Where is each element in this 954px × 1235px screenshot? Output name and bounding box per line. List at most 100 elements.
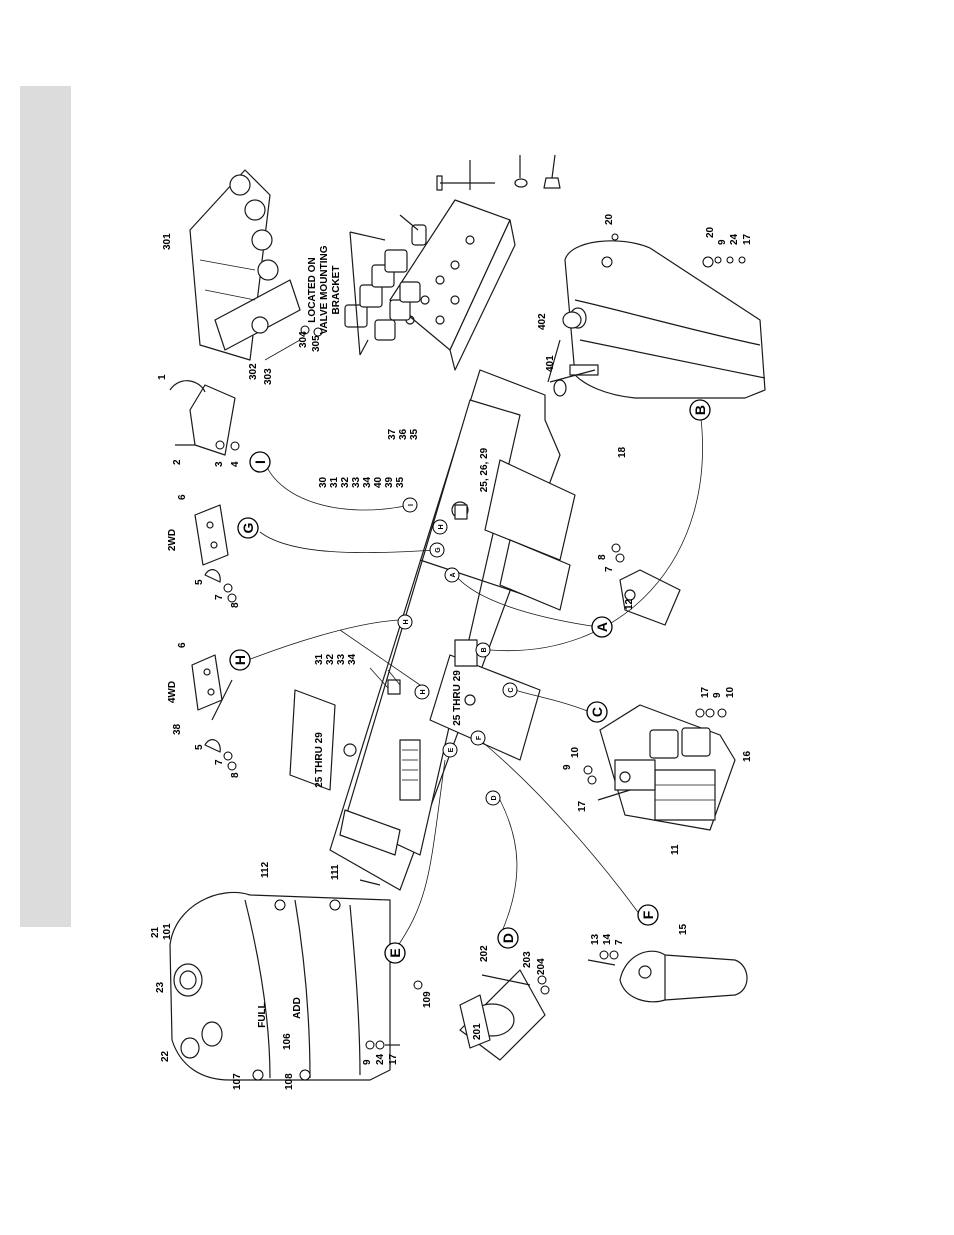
- stack-label: 40: [373, 476, 384, 488]
- part-201: 201: [472, 1023, 483, 1040]
- label-add: ADD: [292, 997, 303, 1019]
- part-9-lefttank: 9: [362, 1059, 373, 1065]
- stack-label: 33: [336, 653, 347, 665]
- frame-callout-a: A: [450, 572, 457, 577]
- part-304: 304: [298, 331, 309, 348]
- part-401: 401: [545, 355, 556, 372]
- part-204: 204: [536, 958, 547, 975]
- part-7-2wd: 7: [214, 594, 225, 600]
- bracket-4wd: [191, 654, 237, 771]
- stack-label: 31: [314, 653, 325, 665]
- label-thru-a: 25 THRU 29: [314, 732, 325, 788]
- callout-h: H: [232, 655, 248, 665]
- side-band: [20, 86, 71, 927]
- text-labels: LOCATED ON VALVE MOUNTING BRACKET 4WD 2W…: [167, 245, 490, 1028]
- part-202: 202: [479, 945, 490, 962]
- part-302: 302: [248, 363, 259, 380]
- part-107: 107: [232, 1073, 243, 1090]
- part-111: 111: [330, 864, 341, 880]
- part-20-right: 20: [705, 226, 716, 238]
- stack-label: 35: [395, 476, 406, 488]
- label-thru-b: 25 THRU 29: [452, 670, 463, 726]
- stack-label: 31: [329, 476, 340, 488]
- part-12: 12: [624, 598, 635, 610]
- part-21: 21: [150, 926, 161, 938]
- part-402: 402: [537, 313, 548, 330]
- block-12: [611, 543, 681, 626]
- callout-c: C: [589, 707, 605, 717]
- part-6-4wd: 6: [177, 642, 188, 648]
- part-106: 106: [282, 1033, 293, 1050]
- manifold-assembly: [583, 704, 736, 831]
- part-15: 15: [678, 923, 689, 935]
- part-10-left: 10: [570, 746, 581, 758]
- part-8-2wd: 8: [230, 602, 241, 608]
- label-located-1: LOCATED ON: [307, 257, 318, 322]
- callout-d: D: [500, 933, 516, 943]
- filter-15: [587, 950, 748, 1003]
- part-101: 101: [162, 923, 173, 940]
- frame-callout-h-lower: H: [420, 689, 427, 694]
- part-5-2wd: 5: [194, 579, 205, 585]
- label-full: FULL: [257, 1002, 268, 1028]
- callout-e: E: [387, 948, 403, 957]
- stack-label: 34: [362, 476, 373, 488]
- part-3: 3: [214, 461, 225, 467]
- part-17-lefttank: 17: [388, 1053, 399, 1065]
- frame-callout-h-upper: H: [438, 524, 445, 529]
- part-5-4wd: 5: [194, 744, 205, 750]
- part-8-block: 8: [597, 554, 608, 560]
- part-17-right: 17: [700, 686, 711, 698]
- part-17-tank: 17: [742, 233, 753, 245]
- label-located-2: VALVE MOUNTING: [319, 245, 330, 334]
- part-2: 2: [172, 459, 183, 465]
- part-18: 18: [617, 446, 628, 458]
- valve-mounting-bracket: [344, 154, 561, 371]
- part-24-lefttank: 24: [375, 1053, 386, 1065]
- part-16: 16: [742, 750, 753, 762]
- solenoid-block-1: [169, 380, 240, 456]
- part-7-block: 7: [604, 566, 615, 572]
- part-9-right: 9: [712, 692, 723, 698]
- stack-label: 39: [384, 476, 395, 488]
- part-9-tank: 9: [717, 239, 728, 245]
- frame-callout-i: I: [408, 504, 415, 506]
- frame-callout-g: G: [435, 547, 442, 553]
- hydraulic-tank-18: [549, 240, 766, 399]
- callout-f: F: [640, 910, 656, 919]
- part-22: 22: [160, 1050, 171, 1062]
- part-11: 11: [670, 844, 681, 855]
- stack-label: 33: [351, 476, 362, 488]
- part-109: 109: [422, 991, 433, 1008]
- part-7-4wd: 7: [214, 759, 225, 765]
- stack-label: 30: [318, 476, 329, 488]
- bracket-2wd: [194, 504, 237, 603]
- label-4wd: 4WD: [167, 681, 178, 703]
- part-305: 305: [311, 335, 322, 352]
- misc-parts: [547, 233, 619, 397]
- callouts: A B C D E F G H I I G H A H B H C E: [229, 399, 711, 964]
- callout-a: A: [594, 622, 610, 632]
- label-2wd: 2WD: [167, 529, 178, 551]
- part-17-left: 17: [577, 800, 588, 812]
- part-24-tank: 24: [729, 233, 740, 245]
- stack-label: 36: [398, 428, 409, 440]
- frame-callout-f: F: [476, 735, 483, 740]
- part-8-4wd: 8: [230, 772, 241, 778]
- pump-201: [459, 969, 550, 1061]
- part-14: 14: [602, 933, 613, 945]
- stack-label: 32: [340, 476, 351, 488]
- part-38: 38: [172, 723, 183, 735]
- part-112: 112: [260, 861, 271, 878]
- frame-callout-d: D: [491, 795, 498, 800]
- hydraulic-tank-21: [169, 891, 423, 1081]
- callout-i: I: [252, 460, 268, 464]
- part-303: 303: [263, 368, 274, 385]
- part-numbers: 1 2 3 4 6 5 7 8 6 38 5 7 8 8 7 12 17 9 1…: [150, 213, 753, 1090]
- part-1: 1: [157, 374, 168, 380]
- frame-callout-h-mid: H: [403, 619, 410, 624]
- label-located-3: BRACKET: [331, 266, 342, 315]
